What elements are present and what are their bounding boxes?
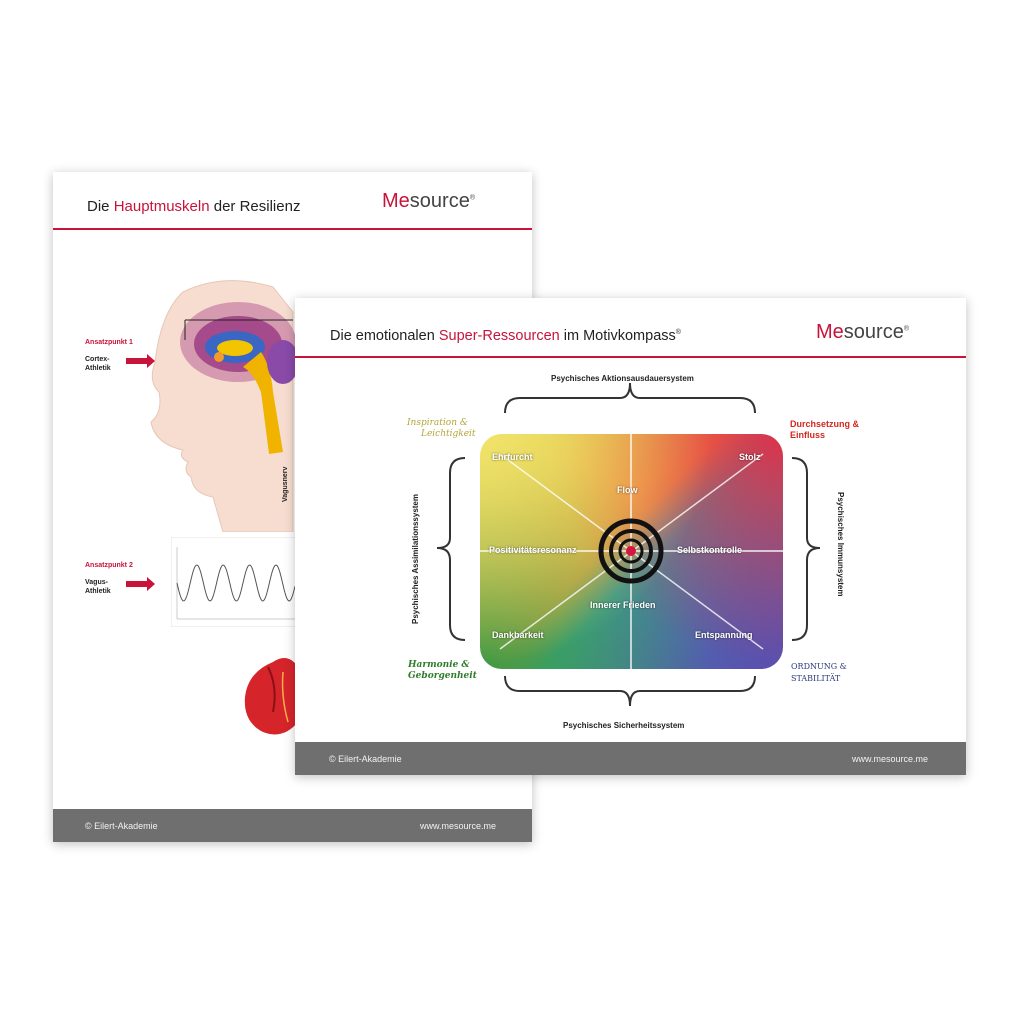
system-top-label: Psychisches Aktionsausdauersystem xyxy=(551,374,694,383)
label-innerer-frieden: Innerer Frieden xyxy=(590,600,656,610)
compass-braces xyxy=(436,382,821,707)
label-selbstkontrolle: Selbstkontrolle xyxy=(677,545,743,555)
label-flow: Flow xyxy=(617,485,638,495)
front-footer-copyright: © Eilert-Akademie xyxy=(329,753,402,764)
corner-inspiration: Inspiration & Leichtigkeit xyxy=(407,418,476,439)
title-rule xyxy=(53,228,532,230)
system-bottom-label: Psychisches Sicherheitssystem xyxy=(563,721,685,730)
label-dankbarkeit: Dankbarkeit xyxy=(492,630,544,640)
label-positivitaetsresonanz: Positivitätsresonanz xyxy=(489,545,577,555)
vagus-nerve-label: Vagusnerv xyxy=(282,466,289,502)
back-footer: © Eilert-Akademie www.mesource.me xyxy=(53,809,532,842)
heart-illustration xyxy=(244,658,298,735)
point2-arrow xyxy=(126,577,155,591)
back-footer-copyright: © Eilert-Akademie xyxy=(85,820,158,831)
label-ehrfurcht: Ehrfurcht xyxy=(492,452,533,462)
system-left-label: Psychisches Assimilationssystem xyxy=(411,494,420,624)
point1-line2: Athletik xyxy=(85,365,111,372)
back-footer-url[interactable]: www.mesource.me xyxy=(419,820,496,831)
front-footer-url[interactable]: www.mesource.me xyxy=(851,753,928,764)
label-entspannung: Entspannung xyxy=(695,630,753,640)
point2-label: Ansatzpunkt 2 xyxy=(85,562,133,569)
heart-rate-wave-plot xyxy=(171,537,297,627)
system-right-label: Psychisches Immunsystem xyxy=(836,492,845,597)
corner-harmonie: Harmonie & Geborgenheit xyxy=(408,660,477,681)
front-sheet: Die emotionalen Super-Ressourcen im Moti… xyxy=(295,298,966,775)
mesource-logo: Mesource® xyxy=(382,190,475,212)
point1-line1: Cortex- xyxy=(85,356,110,363)
point2-line2: Athletik xyxy=(85,588,111,595)
motive-compass: Ehrfurcht Stolz Flow Positivitätsresonan… xyxy=(480,434,783,669)
compass-axes xyxy=(480,434,783,669)
title-highlight: Super-Ressourcen xyxy=(438,328,560,344)
corner-durchsetzung: Durchsetzung & Einfluss xyxy=(790,419,860,440)
label-stolz: Stolz xyxy=(739,452,761,462)
title-rule xyxy=(295,356,966,358)
mesource-logo: Mesource® xyxy=(816,321,909,343)
point2-line1: Vagus- xyxy=(85,579,108,586)
head-brain-illustration xyxy=(150,280,299,532)
back-sheet-title: Die Hauptmuskeln der Resilienz xyxy=(87,198,301,215)
front-sheet-title: Die emotionalen Super-Ressourcen im Moti… xyxy=(330,328,681,344)
point1-arrow xyxy=(126,354,155,368)
front-footer: © Eilert-Akademie www.mesource.me xyxy=(295,742,966,775)
title-highlight: Hauptmuskeln xyxy=(113,198,210,215)
point1-label: Ansatzpunkt 1 xyxy=(85,339,133,346)
corner-ordnung: ORDNUNG & STABILITÄT xyxy=(791,662,847,683)
